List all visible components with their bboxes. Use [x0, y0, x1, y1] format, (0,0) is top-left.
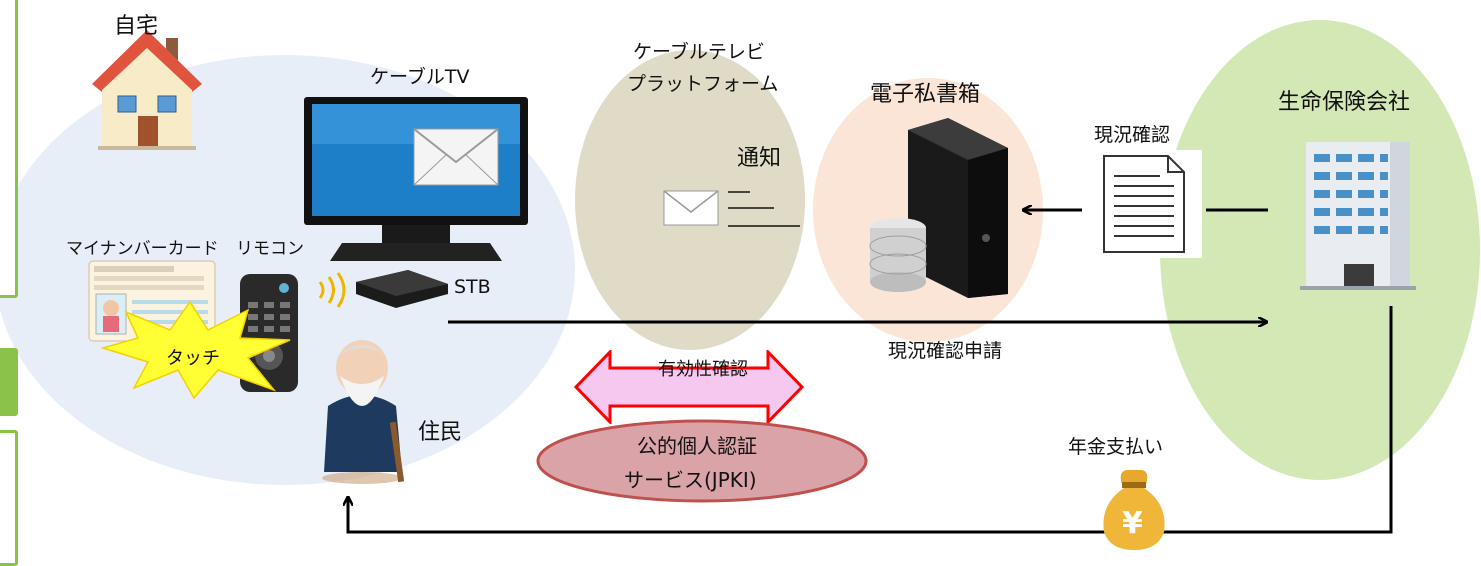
tv-mail-icon: [413, 128, 499, 186]
mynumber-card-label: マイナンバーカード: [66, 239, 219, 259]
stb-icon: [356, 270, 448, 308]
tv-label: ケーブルTV: [370, 66, 470, 88]
validity-check-label: 有効性確認: [658, 359, 748, 380]
jpki-label-line2: サービス(JPKI): [624, 468, 757, 492]
money-bag-icon: [1103, 470, 1165, 550]
remote-icon: [240, 274, 298, 392]
notify-mail-icon: [663, 190, 719, 226]
wireless-signal-icon: [318, 272, 346, 308]
validity-check-arrow: [574, 350, 804, 424]
status-check-label: 現況確認: [1094, 124, 1171, 146]
flow-arrows: [0, 0, 1393, 534]
pension-payment-arrow: [348, 306, 1393, 534]
mailbox-label: 電子私書箱: [870, 82, 981, 107]
jpki-ellipse: [536, 419, 868, 503]
side-panel-middle: [0, 348, 18, 416]
platform-label-line1: ケーブルテレビ: [633, 41, 765, 63]
resident-icon: [322, 340, 405, 484]
stb-label: STB: [454, 276, 491, 298]
status-check-document-icon: [1084, 150, 1202, 258]
touch-label: タッチ: [166, 348, 220, 369]
notify-document-lines: [728, 191, 800, 227]
insurer-label: 生命保険会社: [1278, 90, 1411, 115]
server-icon: [869, 118, 1008, 298]
side-panel-top: [0, 0, 18, 298]
insurer-building-icon: [1300, 142, 1416, 290]
remote-label: リモコン: [236, 239, 304, 259]
notify-label: 通知: [737, 146, 782, 171]
resident-label: 住民: [418, 420, 463, 445]
status-request-label: 現況確認申請: [888, 340, 1003, 362]
house-icon: [92, 30, 202, 150]
home-label: 自宅: [114, 14, 159, 39]
platform-label-line2: プラットフォーム: [627, 73, 779, 95]
pension-label: 年金支払い: [1068, 436, 1164, 458]
yen-symbol: ¥: [1122, 506, 1143, 541]
jpki-label-line1: 公的個人認証: [637, 434, 757, 458]
touch-burst: [100, 300, 291, 400]
